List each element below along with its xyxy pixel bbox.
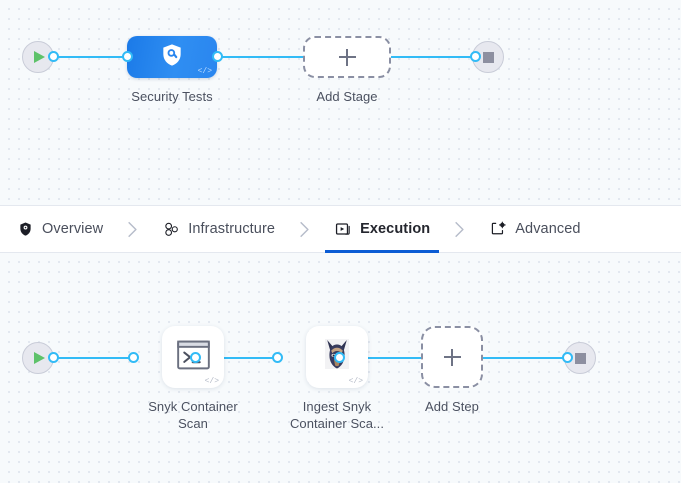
chevron-right-icon (127, 221, 138, 238)
chevron-right-icon (454, 221, 465, 238)
step-label: Ingest Snyk Container Sca... (289, 399, 384, 431)
stage-input-connector[interactable] (122, 51, 133, 62)
step2-output-connector[interactable] (334, 352, 345, 363)
play-box-icon (334, 220, 352, 238)
tab-advanced[interactable]: Advanced (487, 206, 582, 253)
step-node-ingest-snyk-container-scan[interactable]: </> Ingest Snyk Container Sca... (277, 326, 397, 432)
edge-addstage-to-end (384, 56, 476, 58)
settings-box-icon (489, 220, 507, 238)
step-canvas[interactable]: </> Snyk Container Scan (0, 253, 681, 483)
add-stage-label: Add Stage (316, 89, 378, 104)
stop-icon (574, 352, 586, 364)
step-label: Snyk Container Scan (148, 399, 238, 431)
end-input-connector[interactable] (470, 51, 481, 62)
edge-addstep-to-end (482, 357, 568, 359)
edge-start-to-stage (48, 56, 140, 58)
stage-output-connector[interactable] (212, 51, 223, 62)
code-badge: </> (204, 377, 219, 386)
start-output-connector[interactable] (48, 51, 59, 62)
exec-end-input-connector[interactable] (562, 352, 573, 363)
plus-icon (443, 348, 461, 366)
stage-label: Security Tests (131, 89, 213, 104)
tab-infrastructure-label: Infrastructure (188, 221, 276, 237)
step2-input-connector[interactable] (272, 352, 283, 363)
chevron-right-icon (299, 221, 310, 238)
stage-node-security-tests[interactable]: </> Security Tests (127, 36, 217, 105)
tab-infrastructure[interactable]: Infrastructure (160, 206, 277, 253)
tab-execution-label: Execution (360, 221, 431, 237)
add-stage-button[interactable] (303, 36, 391, 78)
plus-icon (338, 48, 356, 66)
stop-icon (482, 51, 494, 63)
code-badge: </> (348, 377, 363, 386)
edge-step2-to-addstep (339, 357, 422, 359)
add-step-label: Add Step (425, 399, 479, 414)
edge-step1-to-step2 (194, 357, 282, 359)
stage-canvas[interactable]: </> Security Tests Add Stage (0, 0, 681, 205)
edge-stage-to-addstage (212, 56, 384, 58)
nodes-icon (162, 220, 180, 238)
tab-execution[interactable]: Execution (325, 206, 440, 253)
play-icon (34, 51, 45, 63)
add-step-group[interactable]: Add Step (421, 326, 483, 415)
tab-overview-label: Overview (42, 221, 104, 237)
add-step-button[interactable] (421, 326, 483, 388)
code-badge: </> (197, 67, 212, 76)
step1-input-connector[interactable] (128, 352, 139, 363)
shield-icon (16, 220, 34, 238)
shield-scan-icon (159, 42, 185, 73)
tab-overview[interactable]: Overview (14, 206, 105, 253)
step-node-snyk-container-scan[interactable]: </> Snyk Container Scan (133, 326, 253, 432)
tab-advanced-label: Advanced (515, 221, 581, 237)
exec-start-output-connector[interactable] (48, 352, 59, 363)
add-stage-group[interactable]: Add Stage (303, 36, 391, 105)
edge-start-to-step1 (48, 357, 136, 359)
pipeline-tab-bar: Overview Infrastructure (0, 205, 681, 253)
play-icon (34, 352, 45, 364)
stage-card[interactable]: </> (127, 36, 217, 78)
step1-output-connector[interactable] (190, 352, 201, 363)
